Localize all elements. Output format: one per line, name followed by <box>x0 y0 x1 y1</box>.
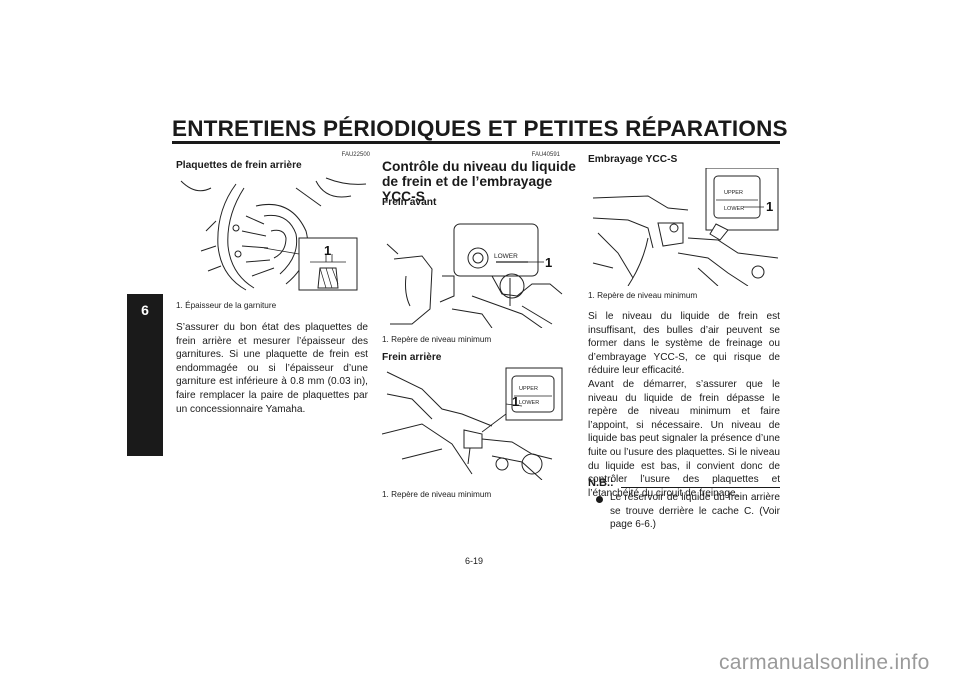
chapter-number: 6 <box>141 302 149 318</box>
note-bullet-text: Le réservoir de liquide du frein arrière… <box>610 492 780 531</box>
upper-mark-label: UPPER <box>519 386 538 392</box>
lower-mark-label: LOWER <box>724 206 744 212</box>
page-title: ENTRETIENS PÉRIODIQUES ET PETITES RÉPARA… <box>172 116 788 141</box>
ycc-s-clutch-reservoir-illustration: UPPER LOWER 1 <box>592 168 779 286</box>
lower-mark-label: LOWER <box>494 253 518 260</box>
body-paragraph: Si le niveau du liquide de frein est ins… <box>588 311 780 377</box>
body-paragraph: Avant de démarrer, s’assurer que le nive… <box>588 379 780 499</box>
title-rule <box>172 141 780 144</box>
figure-caption: 1. Repère de niveau minimum <box>588 291 698 300</box>
fig-callout: 1 <box>324 243 331 258</box>
section-code: FAU22500 <box>341 152 370 158</box>
fig-callout: 1 <box>545 255 552 270</box>
rear-brake-reservoir-illustration: UPPER LOWER 1 <box>382 367 563 480</box>
note-rule <box>621 487 780 488</box>
front-brake-reservoir-illustration: LOWER 1 <box>386 223 563 328</box>
section-heading: Plaquettes de frein arrière <box>176 160 302 171</box>
upper-mark-label: UPPER <box>724 190 743 196</box>
note-label: N.B.: <box>588 477 614 489</box>
section-code: FAU40591 <box>531 152 560 158</box>
figure-caption: 1. Épaisseur de la garniture <box>176 301 277 310</box>
fig-callout: 1 <box>766 199 773 214</box>
section-heading: Contrôle du niveau du liquide de frein e… <box>382 159 576 204</box>
rear-brake-pad-illustration: 1 <box>180 177 367 291</box>
chapter-tab: 6 <box>127 294 163 456</box>
watermark: carmanualsonline.info <box>719 651 930 674</box>
body-paragraph: S’assurer du bon état des plaquettes de … <box>176 322 368 415</box>
subheading-front-brake: Frein avant <box>382 197 437 208</box>
fig-callout: 1 <box>512 394 519 409</box>
bullet-icon <box>596 496 603 503</box>
section-heading: Embrayage YCC-S <box>588 154 678 165</box>
subheading-rear-brake: Frein arrière <box>382 352 442 363</box>
lower-mark-label: LOWER <box>519 400 539 406</box>
figure-caption: 1. Repère de niveau minimum <box>382 335 492 344</box>
page-number: 6-19 <box>465 556 484 566</box>
figure-caption: 1. Repère de niveau minimum <box>382 490 492 499</box>
